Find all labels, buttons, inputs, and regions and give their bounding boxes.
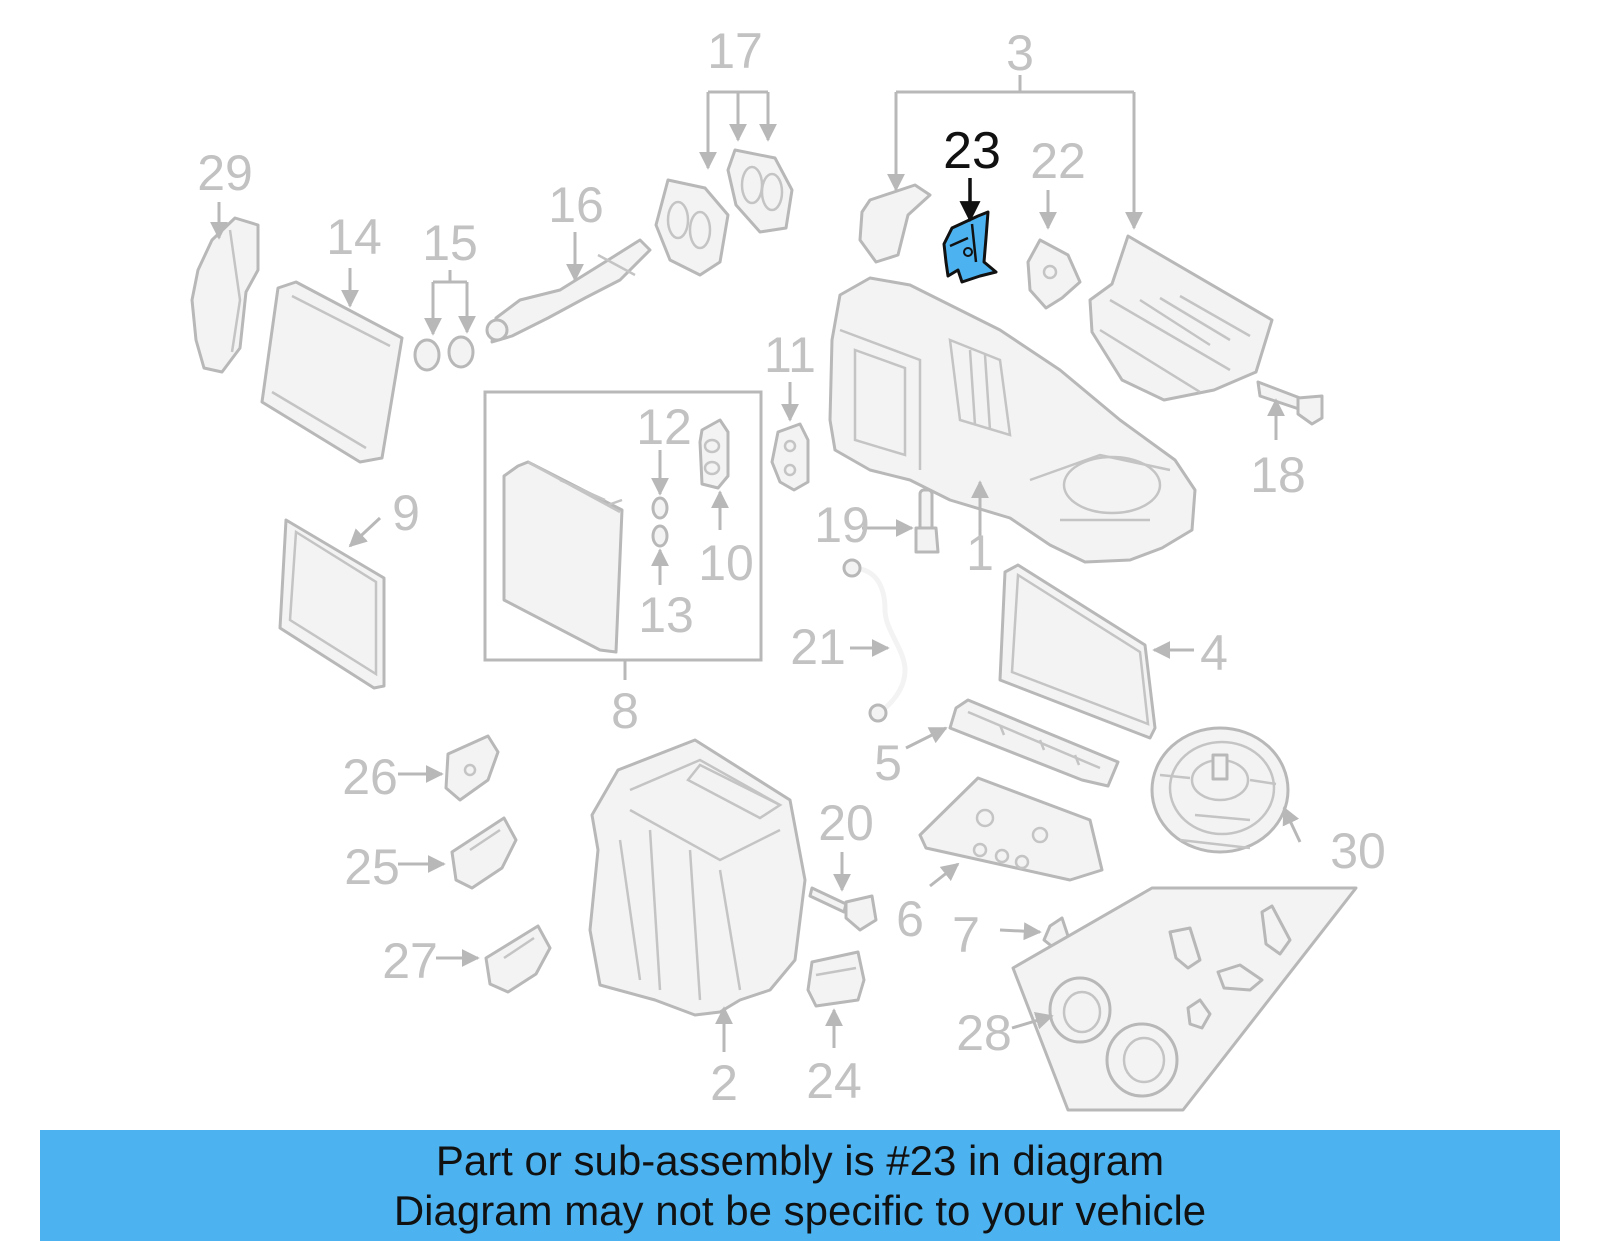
callout-14: 14 — [326, 209, 382, 265]
banner-line-part: Part or sub-assembly is #23 in diagram — [435, 1137, 1165, 1184]
callout-6: 6 — [896, 891, 924, 947]
part-3-duct — [858, 183, 932, 264]
leader-lines — [210, 75, 1302, 1052]
part-27-actuator — [484, 924, 552, 994]
part-15-o-rings — [413, 335, 475, 372]
callout-5: 5 — [874, 735, 902, 791]
banner-line-disclaimer: Diagram may not be specific to your vehi… — [393, 1187, 1207, 1234]
callout-18: 18 — [1250, 447, 1306, 503]
part-28-kit-panel — [1011, 886, 1358, 1112]
part-17-grommets — [654, 148, 794, 277]
callout-10: 10 — [698, 535, 754, 591]
callout-16: 16 — [548, 177, 604, 233]
callout-22: 22 — [1030, 133, 1086, 189]
callout-9: 9 — [392, 485, 420, 541]
part-26-actuator — [444, 734, 500, 802]
part-14-evaporator — [260, 280, 404, 464]
callout-19: 19 — [814, 497, 870, 553]
callout-1: 1 — [966, 525, 994, 581]
part-30-blower-motor — [1150, 726, 1290, 854]
callout-28: 28 — [956, 1005, 1012, 1061]
part-1-hvac-housing — [828, 276, 1197, 564]
part-8-kit-box — [483, 390, 763, 662]
callout-21: 21 — [790, 619, 846, 675]
callout-29: 29 — [197, 145, 253, 201]
part-23-highlighted[interactable] — [942, 178, 998, 284]
callout-17: 17 — [707, 23, 763, 79]
callout-3: 3 — [1006, 25, 1034, 81]
callout-2: 2 — [710, 1055, 738, 1111]
part-2-housing — [588, 738, 807, 1017]
part-21-tube — [842, 558, 908, 723]
part-18-sensor — [1256, 380, 1324, 426]
part-29-bracket — [190, 216, 260, 374]
callout-8: 8 — [611, 683, 639, 739]
part-20-sensor — [808, 886, 878, 932]
callout-13: 13 — [638, 587, 694, 643]
part-3-cover — [1088, 234, 1274, 402]
callout-30: 30 — [1330, 823, 1386, 879]
callout-23: 23 — [943, 122, 1001, 180]
callout-20: 20 — [818, 795, 874, 851]
part-11-valve — [770, 422, 810, 492]
callout-7: 7 — [952, 907, 980, 963]
callout-25: 25 — [344, 839, 400, 895]
part-6-cover — [918, 776, 1104, 882]
part-22-actuator — [1026, 238, 1082, 310]
part-24-module — [806, 950, 866, 1008]
callout-24: 24 — [806, 1053, 862, 1109]
part-9-filter — [278, 518, 386, 690]
callout-4: 4 — [1200, 625, 1228, 681]
callout-12: 12 — [636, 399, 692, 455]
part-4-filter — [998, 563, 1157, 740]
callout-11: 11 — [764, 327, 816, 383]
part-16-pipes — [485, 238, 652, 344]
part-25-actuator — [450, 816, 518, 890]
callout-26: 26 — [342, 749, 398, 805]
callout-27: 27 — [382, 933, 438, 989]
callout-15: 15 — [422, 215, 478, 271]
part-5-seal — [948, 698, 1120, 788]
callout-labels: 1 2 3 4 5 6 7 8 9 10 11 12 13 14 15 16 1… — [197, 23, 1386, 1111]
info-banner: Part or sub-assembly is #23 in diagram D… — [40, 1130, 1560, 1241]
part-19-sensor — [914, 488, 940, 554]
